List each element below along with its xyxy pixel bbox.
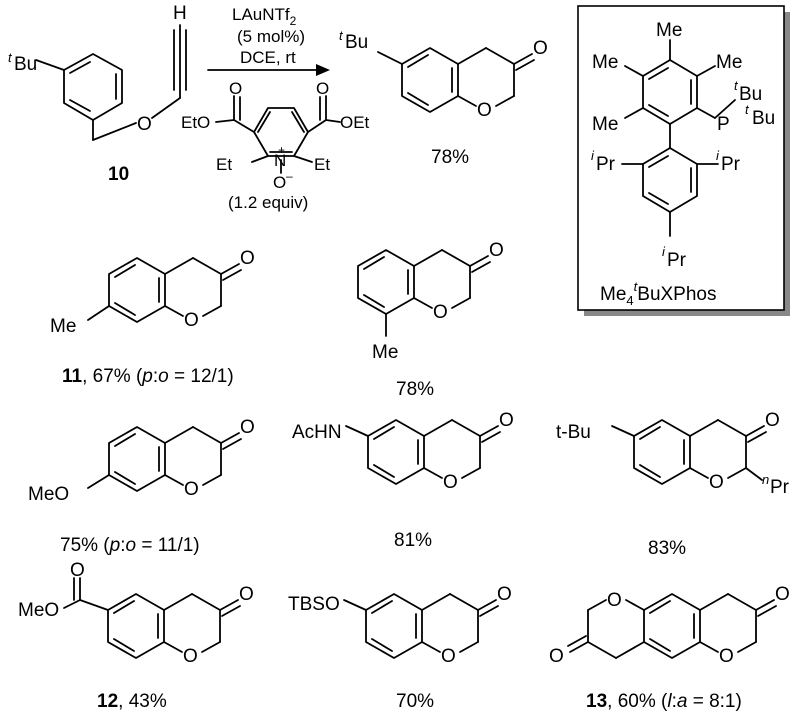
ipr-left: Pr bbox=[596, 154, 616, 175]
starting-material-10: t Bu O H 10 bbox=[8, 3, 187, 185]
product-yield: 78% bbox=[431, 147, 469, 168]
product-tbu: Bu bbox=[345, 32, 368, 53]
product-tbso: O O TBSO 70% bbox=[288, 584, 512, 712]
tbu-sup-2: t bbox=[745, 102, 750, 117]
catalyst-label: LAuNTf2 bbox=[232, 5, 297, 28]
ring-oxygen: O bbox=[443, 472, 458, 493]
keto-oxygen: O bbox=[489, 240, 504, 261]
keto-oxygen: O bbox=[239, 584, 254, 605]
substituent-label: MeO bbox=[18, 600, 59, 621]
substituent-label: TBSO bbox=[288, 594, 340, 615]
yield-7-methoxy: 75% (p:o = 11/1) bbox=[60, 535, 200, 556]
ligand-me-lower: Me bbox=[592, 114, 618, 135]
substituent-label: t-Bu bbox=[556, 422, 591, 443]
yield-2-propyl: 83% bbox=[648, 538, 686, 559]
keto-oxygen-right: O bbox=[775, 584, 790, 605]
product-8-methyl: O O Me 78% bbox=[357, 240, 504, 400]
solvent-conditions: DCE, rt bbox=[240, 48, 296, 67]
npr-sup: n bbox=[762, 472, 769, 487]
npr-label: Pr bbox=[770, 477, 790, 498]
product-achn: O O AcHN 81% bbox=[292, 410, 514, 551]
yield-11: 11, 67% (p:o = 12/1) bbox=[62, 366, 234, 387]
product-7-methoxy: O O MeO 75% (p:o = 11/1) bbox=[28, 417, 255, 556]
yield-8-methyl: 78% bbox=[396, 379, 434, 400]
ligand-name: Me4tBuXPhos bbox=[600, 279, 717, 308]
product-12: O O O MeO 12, 43% bbox=[18, 560, 254, 712]
keto-oxygen-left: O bbox=[549, 646, 564, 667]
keto-oxygen: O bbox=[533, 38, 548, 59]
product-main: O O t Bu 78% bbox=[339, 28, 548, 168]
charge-minus: – bbox=[286, 169, 293, 183]
ether-oxygen: O bbox=[137, 114, 152, 135]
ethyl-left-label: Et bbox=[216, 155, 232, 174]
substituent-label: Me bbox=[372, 342, 398, 363]
ester-o-right: O bbox=[316, 79, 329, 98]
product-11: O O Me 11, 67% (p:o = 12/1) bbox=[50, 248, 255, 387]
ring-oxygen-left: O bbox=[607, 590, 622, 611]
tbu-sup-t: t bbox=[8, 50, 13, 65]
substituent-label: Me bbox=[50, 316, 76, 337]
ligand-me-left: Me bbox=[592, 52, 618, 73]
ipr-sup-bottom: i bbox=[662, 244, 666, 259]
ring-oxygen: O bbox=[709, 472, 724, 493]
ester-carbonyl-oxygen: O bbox=[70, 560, 85, 581]
tbu-1: Bu bbox=[739, 84, 762, 105]
yield-13: 13, 60% (l:a = 8:1) bbox=[586, 691, 742, 712]
ring-oxygen: O bbox=[477, 100, 492, 121]
compound-label-10: 10 bbox=[108, 164, 129, 185]
ring-oxygen-right: O bbox=[719, 646, 734, 667]
yield-achn: 81% bbox=[394, 530, 432, 551]
keto-oxygen: O bbox=[497, 584, 512, 605]
alkyne-h: H bbox=[173, 3, 187, 24]
ligand-me-right: Me bbox=[716, 52, 742, 73]
ring-oxygen: O bbox=[183, 646, 198, 667]
substituent-label: MeO bbox=[28, 484, 69, 505]
phosphorus: P bbox=[717, 114, 730, 135]
substituent-label: AcHN bbox=[292, 422, 342, 443]
oxidant-equiv: (1.2 equiv) bbox=[228, 193, 308, 212]
ipr-bottom: Pr bbox=[667, 250, 687, 271]
ester-right-label: OEt bbox=[340, 113, 370, 132]
keto-oxygen: O bbox=[240, 248, 255, 269]
ipr-right: Pr bbox=[721, 154, 741, 175]
keto-oxygen: O bbox=[499, 410, 514, 431]
product-tbu-sup: t bbox=[339, 28, 344, 43]
keto-oxygen: O bbox=[240, 417, 255, 438]
ethyl-right-label: Et bbox=[314, 155, 330, 174]
tbu-label: Bu bbox=[14, 54, 37, 75]
product-13: O O O O 13, 60% (l:a = 8:1) bbox=[549, 584, 790, 712]
catalyst-loading: (5 mol%) bbox=[237, 27, 305, 46]
tbu-sup-1: t bbox=[734, 78, 739, 93]
ipr-sup-left: i bbox=[591, 148, 595, 163]
pyridine-nitrogen: N bbox=[274, 151, 286, 170]
ester-left-label: EtO bbox=[181, 113, 210, 132]
ligand-me-top: Me bbox=[656, 20, 682, 41]
reaction-conditions: LAuNTf2 (5 mol%) DCE, rt O O EtO OEt Et … bbox=[181, 5, 370, 212]
yield-tbso: 70% bbox=[396, 691, 434, 712]
keto-oxygen: O bbox=[765, 410, 780, 431]
ring-oxygen: O bbox=[184, 479, 199, 500]
ligand-box: Me Me Me Me P t Bu t Bu i Pr i Pr i Pr M… bbox=[577, 5, 790, 316]
charge-plus: + bbox=[278, 143, 285, 157]
n-oxide-oxygen: O bbox=[273, 173, 286, 192]
tbu-2: Bu bbox=[752, 108, 775, 129]
ring-oxygen: O bbox=[184, 310, 199, 331]
yield-12: 12, 43% bbox=[97, 691, 167, 712]
ring-oxygen: O bbox=[433, 302, 448, 323]
ester-o-left: O bbox=[229, 79, 242, 98]
ring-oxygen: O bbox=[441, 646, 456, 667]
product-2-propyl: O O t-Bu n Pr 83% bbox=[556, 410, 790, 559]
ipr-sup-right: i bbox=[716, 148, 720, 163]
